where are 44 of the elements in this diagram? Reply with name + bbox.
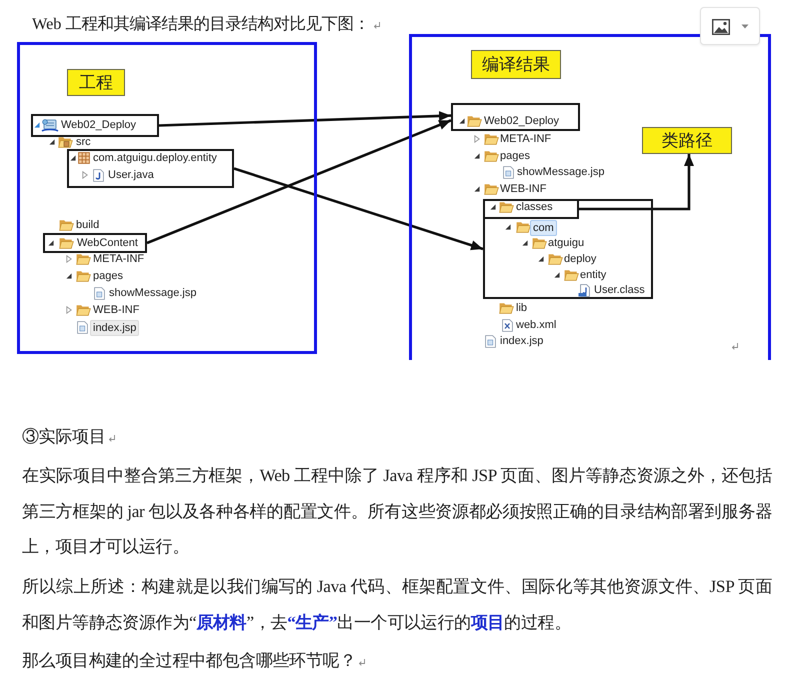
folder-name: WEB-INF — [93, 303, 140, 317]
folder-name: WEB-INF — [500, 182, 546, 196]
outline-box — [67, 149, 234, 188]
folder-name: pages — [500, 149, 530, 163]
outline-box — [31, 114, 159, 137]
folder-name: classes — [516, 200, 553, 214]
connector-arrow — [158, 111, 452, 127]
folder-name: entity — [580, 268, 606, 282]
file-name: User.java — [108, 168, 154, 182]
folder-name: lib — [516, 301, 528, 315]
folder-name: atguigu — [548, 236, 584, 250]
folder-name: pages — [93, 269, 123, 283]
project-name: Web02_Deploy — [484, 114, 560, 128]
package-name: com.atguigu.deploy.entity — [93, 151, 217, 165]
paragraph: 在实际项目中整合第三方框架，Web 工程中除了 Java 程序和 JSP 页面、图片等静态资源之外，还包括第三方框架的 jar 包以及各种各样的配置文件。所有这些资源都必须按照正确的目录结构部署到服务器上，项目才可以运行。 — [22, 466, 772, 556]
outline-box — [451, 103, 580, 131]
file-name: index.jsp — [500, 334, 544, 348]
file-name: web.xml — [516, 318, 556, 332]
panel-frame — [17, 42, 317, 354]
paragraph: 那么项目构建的全过程中都包含哪些环节呢？ — [22, 651, 356, 670]
connector-arrow — [234, 167, 484, 250]
folder-name: deploy — [564, 252, 596, 266]
label-tag: 工程 — [67, 69, 125, 96]
file-name: index.jsp — [90, 320, 140, 336]
folder-name: build — [76, 218, 100, 232]
connector-arrow — [579, 154, 694, 210]
heading-text: Web 工程和其编译结果的目录结构对比见下图： — [32, 14, 370, 33]
outline-box — [483, 199, 579, 219]
folder-name: META-INF — [93, 252, 144, 266]
paragraph: 所以综上所述：构建就是以我们编写的 Java 代码、框架配置文件、国际化等其他资源文件、JSP 页面和图片等静态资源作为“原材料”，去“生产”出一个可以运行的项目的过程。 — [22, 577, 772, 632]
label-tag: 类路径 — [642, 127, 732, 154]
file-name: showMessage.jsp — [109, 286, 196, 300]
connector-arrow — [146, 119, 452, 244]
file-name: User.class — [594, 283, 645, 297]
project-name: Web02_Deploy — [61, 118, 136, 132]
section-heading: ③实际项目 — [22, 427, 106, 446]
outline-box — [483, 199, 653, 299]
folder-name: META-INF — [500, 132, 552, 146]
outline-box — [43, 233, 147, 253]
folder-name: WebContent — [77, 236, 138, 250]
folder-name: com — [530, 220, 557, 236]
label-tag: 编译结果 — [471, 50, 561, 79]
folder-name: src — [76, 135, 91, 149]
file-name: showMessage.jsp — [517, 165, 604, 179]
